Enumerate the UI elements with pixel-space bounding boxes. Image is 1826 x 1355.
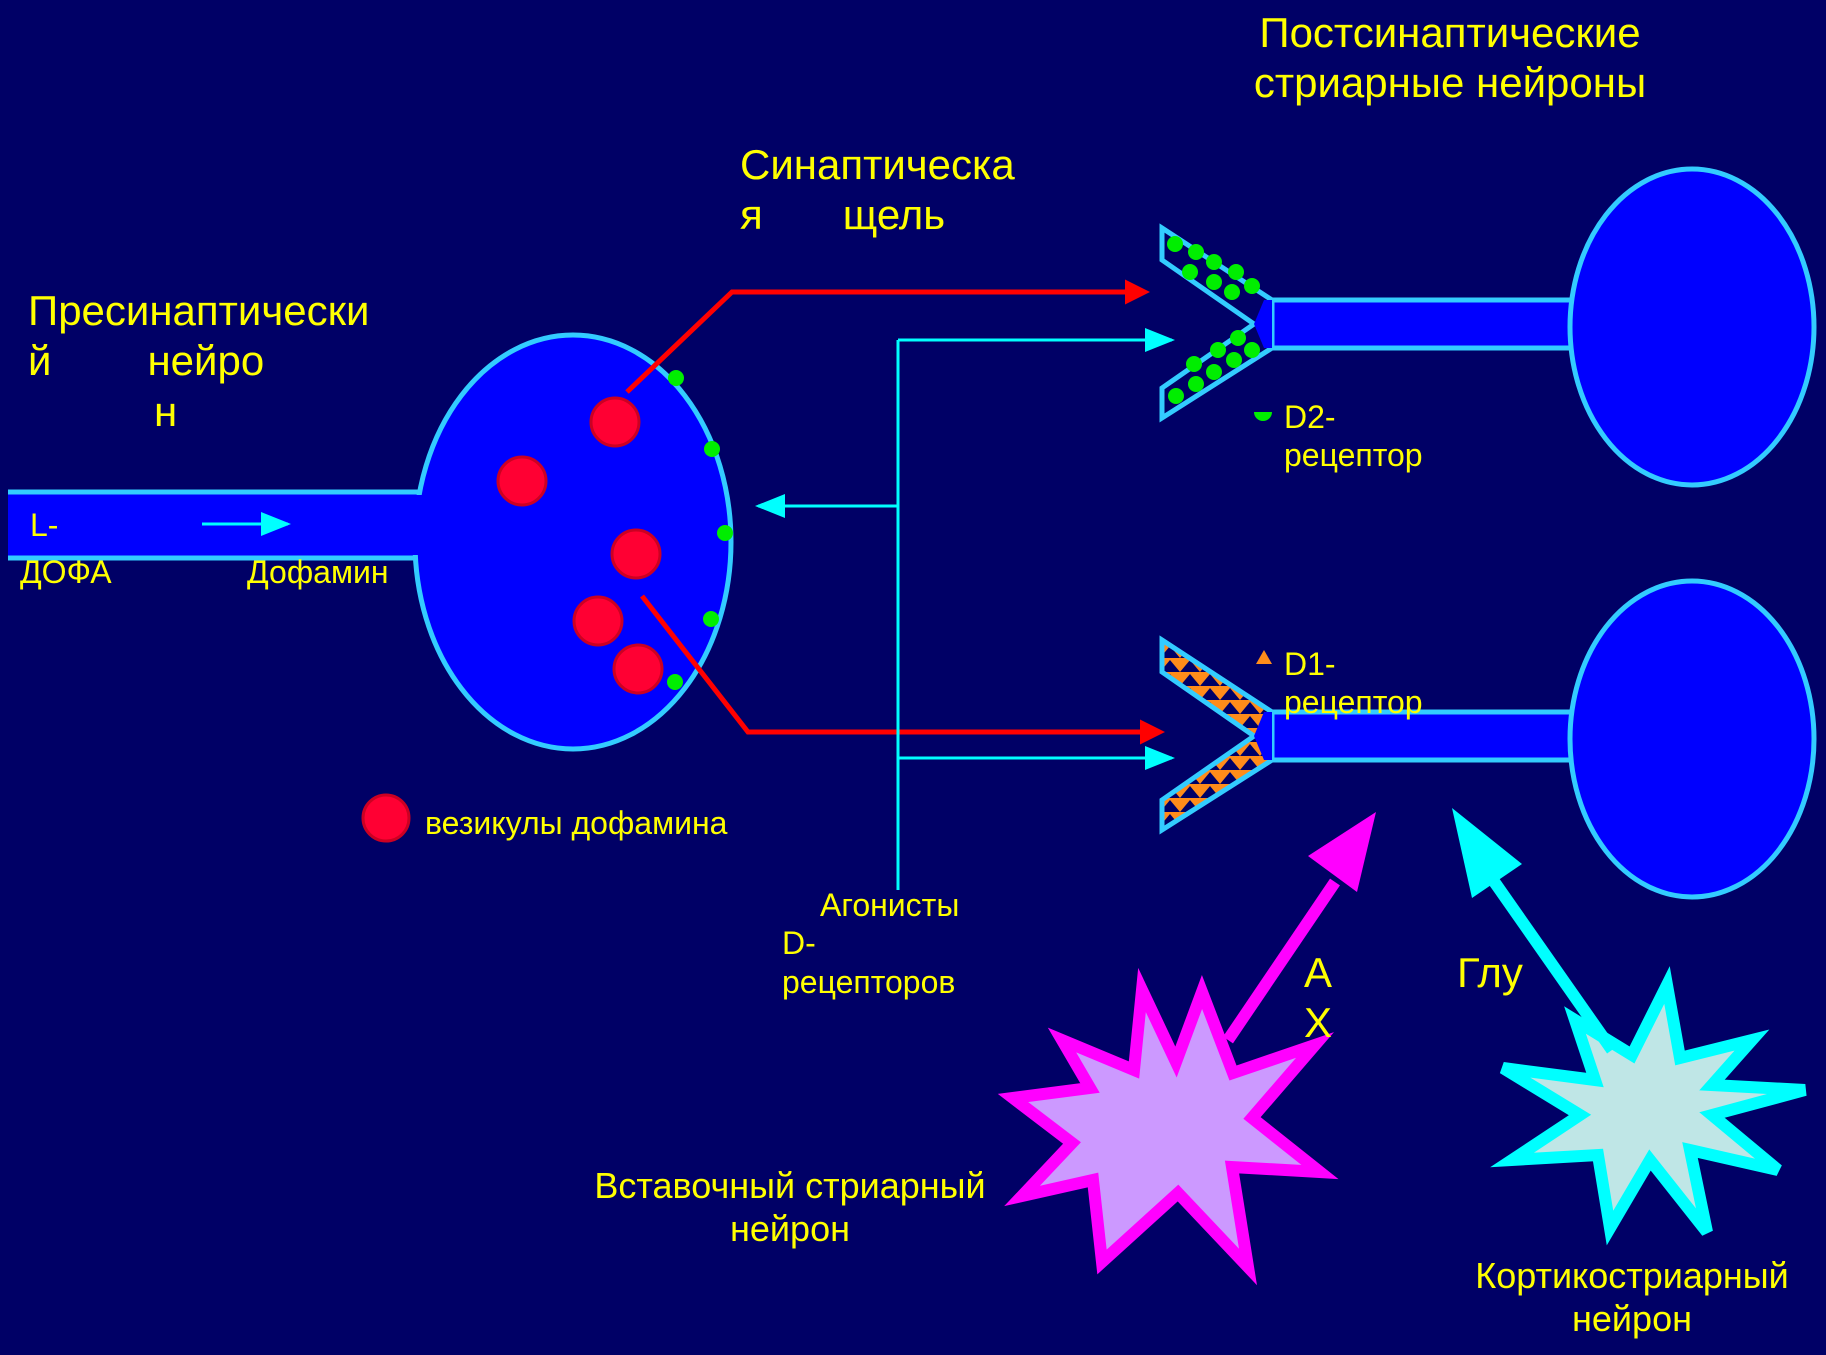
d2-receptor-line2: рецептор [1284,436,1423,474]
vesicle-legend-icon [363,795,409,841]
glu-label: Глу [1457,948,1523,998]
ldopa-label-bottom: ДОФА [20,553,112,591]
interneuron-label: Вставочный стриарный нейрон [555,1164,1025,1250]
agonists-line3: рецепторов [782,963,959,1001]
vesicles-legend-label: везикулы дофамина [425,804,727,842]
agonist-pathways [758,340,1172,890]
postsynaptic-title: Постсинаптические стриарные нейроны [1200,8,1700,109]
corticostriatal-star [1503,985,1805,1232]
vesicle [614,645,662,693]
d2-receptor-label: D2- рецептор [1284,398,1423,475]
d1-receptor-line2: рецептор [1284,683,1423,721]
corticostriatal-line2: нейрон [1440,1297,1824,1340]
interneuron-line1: Вставочный стриарный [555,1164,1025,1207]
dopamine-label: Дофамин [247,553,389,591]
ach-label: А Х [1300,948,1336,1049]
postsynaptic-title-line2: стриарные нейроны [1200,58,1700,108]
d1-receptor-label: D1- рецептор [1284,645,1423,722]
vesicle [574,597,622,645]
postsynaptic-title-line1: Постсинаптические [1200,8,1700,58]
interneuron-line2: нейрон [555,1207,1025,1250]
d1-legend-icon [1256,650,1272,664]
vesicle [612,530,660,578]
agonists-label: Агонисты D- рецепторов [782,886,959,1001]
vesicle [498,457,546,505]
presynaptic-body [415,335,731,749]
corticostriatal-line1: Кортикостриарный [1440,1254,1824,1297]
interneuron-star [1013,990,1320,1267]
d2-receptor-line1: D2- [1284,398,1423,436]
postsynaptic-neuron-d2 [1162,169,1814,485]
d1-receptor-line1: D1- [1284,645,1423,683]
d2-legend-icon [1254,412,1272,421]
agonists-line2: D- [782,924,959,962]
ach-line2: Х [1300,998,1336,1048]
presynaptic-line1: Пресинаптически [28,286,369,336]
presynaptic-line3: н [28,387,369,437]
agonists-line1: Агонисты [782,886,959,924]
ldopa-label-top: L- [30,506,58,544]
synaptic-cleft-line1: Синаптическа [740,140,1015,190]
corticostriatal-label: Кортикостриарный нейрон [1440,1254,1824,1340]
vesicle [591,398,639,446]
ach-line1: А [1300,948,1336,998]
dopamine-arrow-to-d2 [627,292,1145,392]
glu-arrow [1452,808,1612,1050]
